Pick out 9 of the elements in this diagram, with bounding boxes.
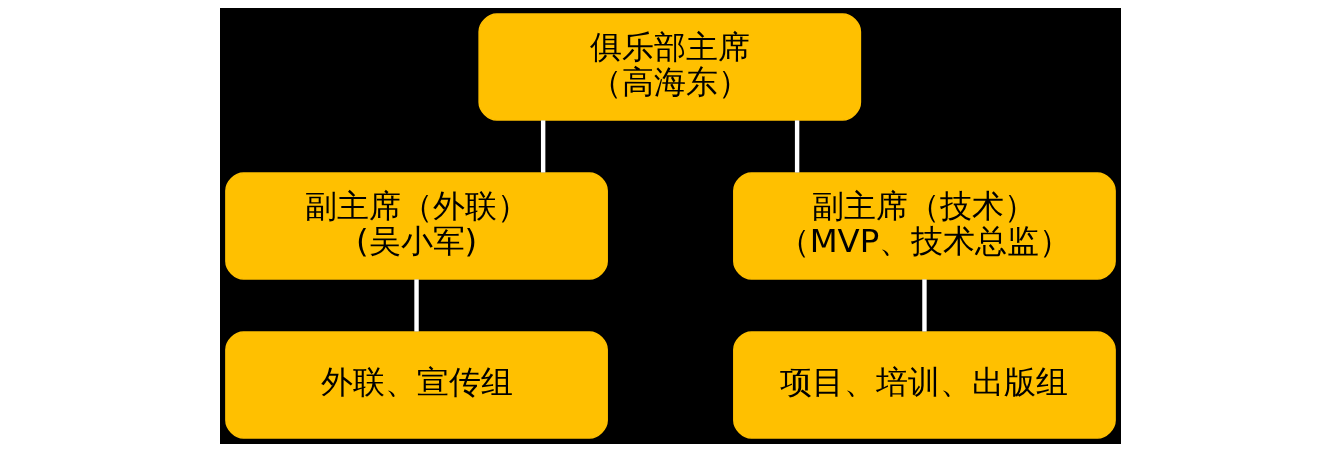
node-box: 副主席（技术） （MVP、技术总监） [732, 172, 1116, 280]
node-box: 副主席（外联） (吴小军) [224, 172, 608, 280]
node-box: 外联、宣传组 [224, 331, 608, 439]
connector [413, 279, 419, 332]
node-box: 项目、培训、出版组 [732, 331, 1116, 439]
connector [540, 120, 545, 173]
connector [921, 279, 927, 332]
node-box: 俱乐部主席 （高海东） [477, 13, 861, 121]
connector [794, 120, 799, 173]
